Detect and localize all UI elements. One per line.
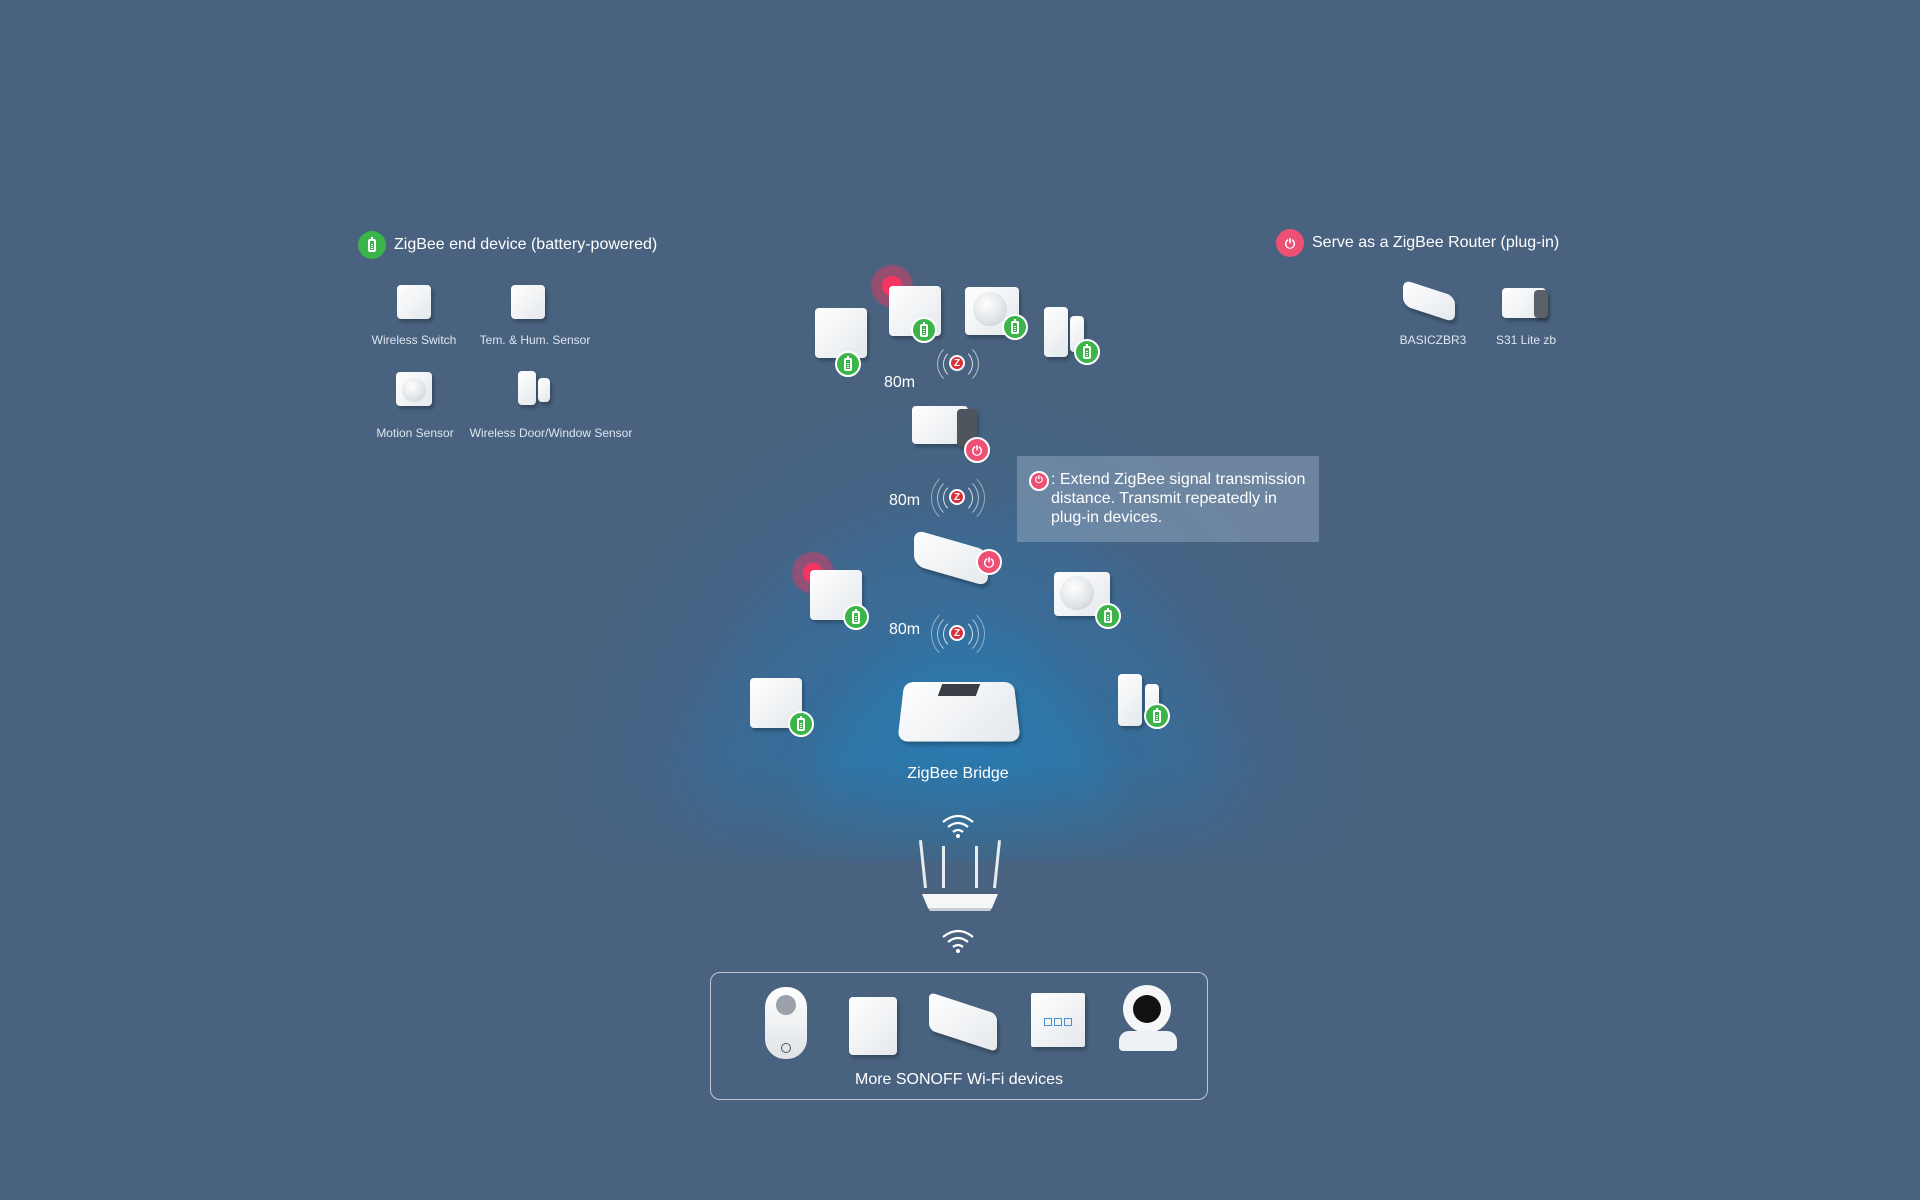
door-window-device — [1044, 307, 1068, 357]
plug-icon: ⏻ — [1029, 471, 1049, 491]
motion-sensor-device-lens — [973, 292, 1007, 326]
end-device-label-motion-sensor: Motion Sensor — [376, 426, 454, 440]
plug-icon: ⏻ — [1276, 229, 1304, 257]
mini-switch-device — [849, 997, 897, 1055]
distance-label-3: 80m — [889, 621, 921, 638]
battery-icon — [1095, 603, 1121, 629]
wifi-devices-label: More SONOFF Wi-Fi devices — [854, 1071, 1063, 1088]
distance-label-2: 80m — [889, 492, 921, 509]
wall-switch-device — [1031, 993, 1085, 1047]
end-device-label-temp-humidity: Tem. & Hum. Sensor — [479, 333, 591, 347]
legend-end-device-label: ZigBee end device (battery-powered) — [394, 236, 658, 253]
battery-icon — [911, 317, 937, 343]
battery-icon — [358, 231, 386, 259]
door-window-device-2 — [1118, 674, 1142, 726]
battery-icon — [843, 604, 869, 630]
door-window-magnet-image — [538, 378, 550, 402]
wireless-switch-device — [815, 308, 867, 358]
signal-waves — [937, 343, 979, 385]
legend-end-device: ZigBee end device (battery-powered) — [358, 231, 657, 259]
legend-router: ⏻ Serve as a ZigBee Router (plug-in) — [1276, 229, 1559, 257]
wifi-icon — [942, 814, 974, 838]
zigbee-bridge-label: ZigBee Bridge — [907, 765, 1009, 782]
smart-plug-device — [765, 987, 807, 1059]
door-window-sensor-image — [518, 371, 536, 405]
legend-router-label: Serve as a ZigBee Router (plug-in) — [1312, 234, 1560, 251]
signal-waves — [931, 607, 985, 661]
wifi-devices-panel: More SONOFF Wi-Fi devices — [710, 972, 1208, 1100]
basiczbr3-image — [1403, 279, 1455, 323]
battery-icon — [1002, 314, 1028, 340]
basic-switch-device — [929, 991, 997, 1053]
motion-sensor-lens — [402, 378, 426, 402]
s31-lite-side — [1534, 290, 1548, 318]
wifi-router-device — [918, 840, 1002, 911]
end-device-label-door-window: Wireless Door/Window Sensor — [469, 426, 633, 440]
router-label-s31-lite: S31 Lite zb — [1495, 333, 1557, 347]
motion-sensor-device-2-lens — [1060, 576, 1094, 610]
wireless-switch-image — [397, 285, 431, 319]
battery-icon — [835, 351, 861, 377]
tooltip-text: : Extend ZigBee signal transmission dist… — [1051, 471, 1306, 526]
wifi-icon — [942, 929, 974, 953]
distance-label-1: 80m — [884, 374, 916, 391]
plug-icon: ⏻ — [976, 549, 1002, 575]
signal-waves — [931, 471, 985, 525]
router-label-basiczbr3: BASICZBR3 — [1399, 333, 1467, 347]
battery-icon — [1144, 703, 1170, 729]
plug-icon: ⏻ — [964, 437, 990, 463]
end-device-label-wireless-switch: Wireless Switch — [371, 333, 457, 347]
battery-icon — [1074, 339, 1100, 365]
temp-humidity-sensor-image — [511, 285, 545, 319]
zigbee-bridge-logo-plate — [937, 684, 981, 696]
camera-device — [1119, 985, 1177, 1057]
battery-icon — [788, 711, 814, 737]
router-tooltip: ⏻ : Extend ZigBee signal transmission di… — [1017, 456, 1319, 542]
